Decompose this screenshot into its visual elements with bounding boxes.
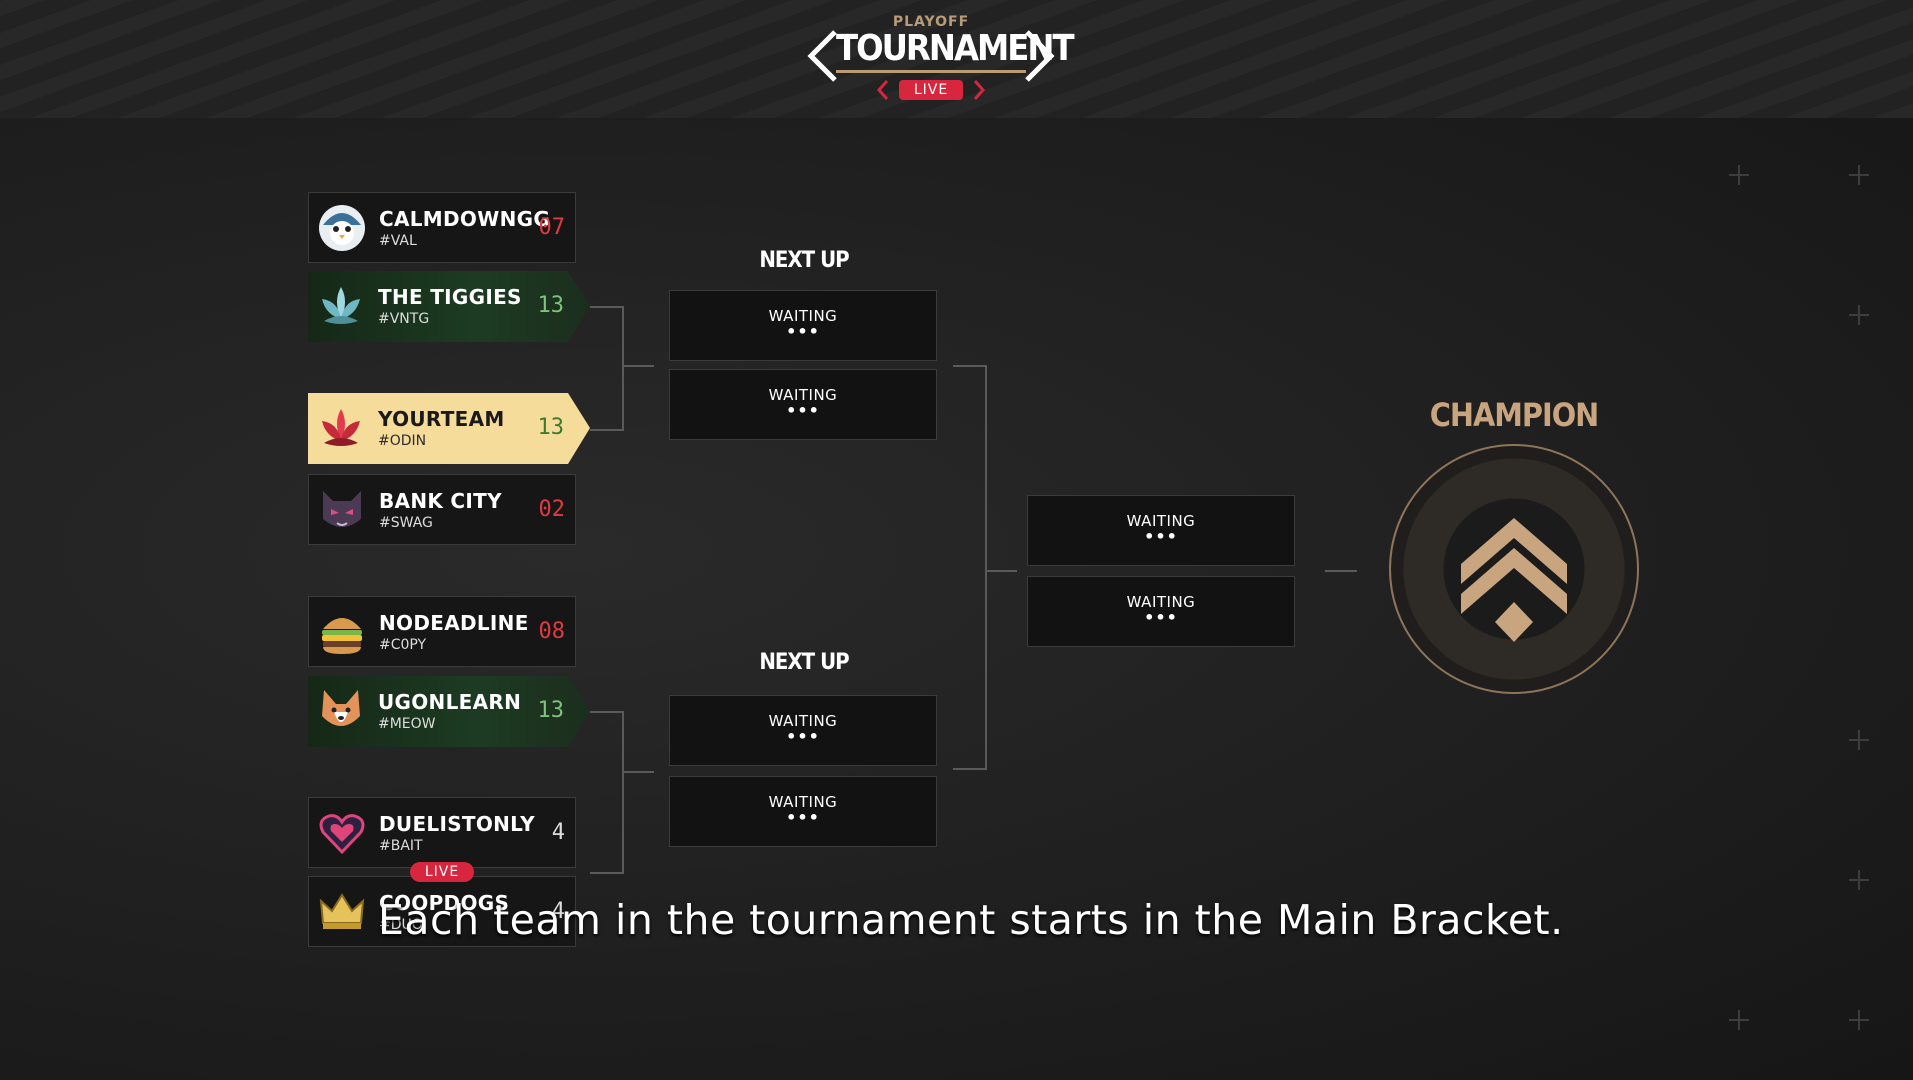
team-score: 13 — [537, 415, 565, 440]
champion-title: CHAMPION — [1429, 396, 1600, 434]
bracket-line — [622, 771, 654, 773]
plus-icon — [1729, 165, 1749, 185]
bracket-line — [622, 711, 624, 874]
waiting-label: WAITING — [768, 307, 838, 325]
tournament-logo: PLAYOFF TOURNAMENT LIVE — [803, 12, 1075, 108]
team-name: THE TIGGIES — [378, 285, 522, 309]
waiting-label: WAITING — [768, 793, 838, 811]
waiting-dots: ••• — [786, 322, 820, 341]
corgi-icon — [322, 690, 360, 726]
waiting-dots: ••• — [786, 727, 820, 746]
next-up-label: NEXT UP — [759, 248, 849, 273]
logo-frame-icon — [807, 30, 1055, 82]
waiting-slot: WAITING ••• — [669, 290, 937, 361]
live-badge: LIVE — [899, 80, 963, 100]
team-card[interactable]: DUELISTONLY #BAIT 4 — [308, 797, 576, 868]
waiting-label: WAITING — [1126, 512, 1196, 530]
plus-icon — [1849, 870, 1869, 890]
waiting-label: WAITING — [768, 386, 838, 404]
champion-trophy-circle — [1389, 444, 1639, 694]
team-score: 08 — [538, 619, 566, 644]
bracket-line — [622, 365, 654, 367]
team-name: COOPDOGS — [379, 891, 510, 915]
plus-icon — [1849, 730, 1869, 750]
heart-icon — [319, 814, 365, 855]
burger-icon — [322, 618, 362, 654]
bracket-line — [590, 711, 624, 713]
waiting-slot: WAITING ••• — [669, 776, 937, 847]
team-name: YOURTEAM — [378, 407, 505, 431]
team-tag: #BAIT — [379, 838, 423, 854]
team-score: 13 — [537, 293, 565, 318]
logo-title: TOURNAMENT — [836, 28, 1075, 73]
penguin-icon — [319, 205, 365, 251]
team-tag: #SWAG — [379, 515, 433, 531]
team-name: UGONLEARN — [378, 690, 522, 714]
waiting-label: WAITING — [1126, 593, 1196, 611]
plus-icon — [1849, 1010, 1869, 1030]
team-name: DUELISTONLY — [379, 812, 535, 836]
team-card-yourteam[interactable]: YOURTEAM #ODIN 13 — [308, 393, 590, 464]
waiting-slot: WAITING ••• — [669, 369, 937, 440]
logo-pretitle: PLAYOFF — [892, 14, 970, 30]
waiting-slot: WAITING ••• — [1027, 576, 1295, 647]
bracket-line — [622, 306, 624, 431]
plus-icon — [1849, 305, 1869, 325]
bracket-line — [1325, 570, 1357, 572]
team-tag: #DUO — [379, 917, 423, 933]
bracket-line — [590, 306, 624, 308]
waiting-label: WAITING — [768, 712, 838, 730]
team-card-winner[interactable]: THE TIGGIES #VNTG 13 — [308, 271, 590, 342]
team-score: 13 — [537, 698, 565, 723]
team-score: 4 — [551, 899, 565, 924]
team-name: NODEADLINE — [379, 611, 529, 635]
team-score: 07 — [538, 215, 566, 240]
bracket-line — [985, 570, 1017, 572]
plus-icon — [1849, 165, 1869, 185]
bracket-line — [953, 365, 987, 367]
team-tag: #C0PY — [379, 637, 427, 653]
crown-icon — [319, 893, 365, 929]
team-card[interactable]: COOPDOGS #DUO 4 — [308, 876, 576, 947]
team-tag: #MEOW — [378, 716, 436, 732]
bracket-line — [590, 429, 624, 431]
team-tag: #ODIN — [378, 433, 427, 449]
next-up-label: NEXT UP — [759, 650, 849, 675]
live-chevrons-icon — [876, 80, 986, 100]
team-card[interactable]: CALMDOWNGG #VAL 07 — [308, 192, 576, 263]
plus-icon — [1729, 1010, 1749, 1030]
team-score: 4 — [551, 820, 565, 845]
chevron-emblem-icon — [1461, 518, 1567, 642]
waiting-dots: ••• — [786, 808, 820, 827]
lotus-icon — [322, 287, 360, 324]
caption-subtitle: Each team in the tournament starts in th… — [378, 896, 1564, 944]
team-tag: #VAL — [379, 233, 417, 249]
team-card-winner[interactable]: UGONLEARN #MEOW 13 — [308, 676, 590, 747]
bracket-line — [953, 768, 987, 770]
team-name: CALMDOWNGG — [379, 207, 551, 231]
team-score: 02 — [538, 497, 566, 522]
team-name: BANK CITY — [379, 489, 502, 513]
waiting-slot: WAITING ••• — [1027, 495, 1295, 566]
waiting-dots: ••• — [1144, 608, 1178, 627]
team-tag: #VNTG — [378, 311, 430, 327]
cat-mask-icon — [323, 491, 361, 527]
red-lotus-icon — [322, 409, 360, 446]
team-card[interactable]: NODEADLINE #C0PY 08 — [308, 596, 576, 667]
bracket-line — [590, 872, 624, 874]
waiting-dots: ••• — [1144, 527, 1178, 546]
waiting-slot: WAITING ••• — [669, 695, 937, 766]
bracket-line — [985, 365, 987, 770]
waiting-dots: ••• — [786, 401, 820, 420]
match-live-badge: LIVE — [410, 862, 474, 882]
team-card[interactable]: BANK CITY #SWAG 02 — [308, 474, 576, 545]
